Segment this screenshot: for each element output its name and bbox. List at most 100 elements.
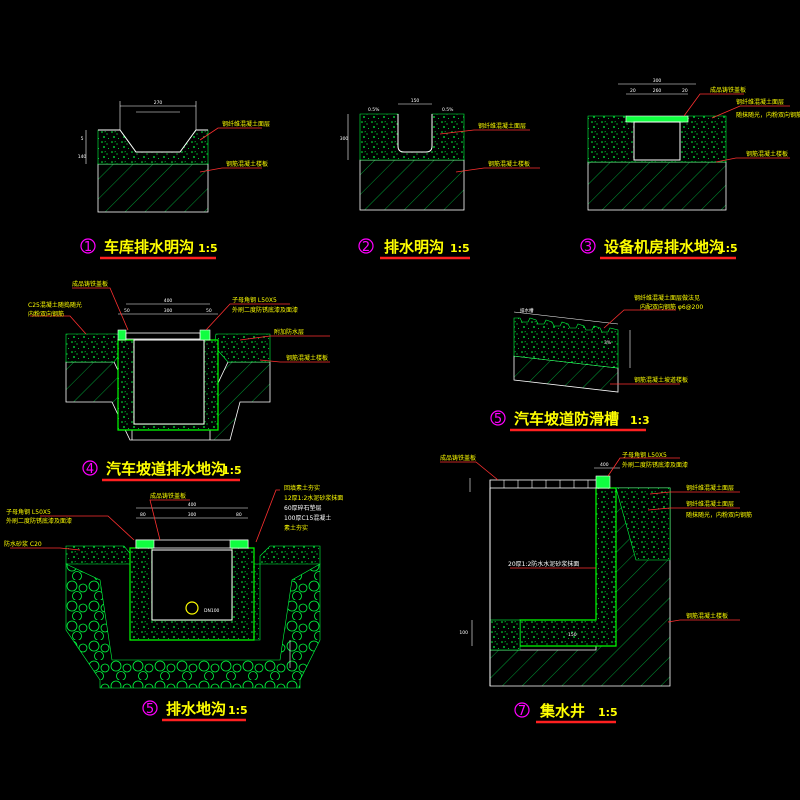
caption-number: 4 xyxy=(86,462,94,477)
topping-layer xyxy=(97,129,209,165)
callout-note: 成品铸铁盖板 xyxy=(150,492,186,500)
dim-text: 270 xyxy=(154,100,163,106)
caption-2: 2 排水明沟 1:5 xyxy=(358,238,470,260)
caption-title: 设备机房排水地沟 xyxy=(604,238,724,256)
caption-number: 3 xyxy=(584,240,592,255)
caption-1: 1 车库排水明沟 1:5 xyxy=(80,238,218,260)
topping-left xyxy=(65,333,127,363)
leader-line xyxy=(715,157,790,163)
detail-1-garage-drain-ditch: 270 5 140 钢纤维混凝土面层 钢筋混凝土楼板 xyxy=(78,100,270,213)
angle-steel-right xyxy=(199,329,211,341)
leader-line xyxy=(40,515,135,541)
caption-5b: 5 排水地沟 1:5 xyxy=(142,700,248,722)
callout-note: 钢纤维混凝土面层做法见 xyxy=(634,294,700,302)
callout-note: 100厚C15混凝土 xyxy=(284,514,331,522)
dim-text: 300 xyxy=(164,308,173,314)
leader-line xyxy=(667,619,740,623)
pit-floor-left xyxy=(489,619,521,651)
caption-scale: 1:5 xyxy=(198,242,218,255)
callout-note: 钢筋混凝土楼板 xyxy=(226,160,268,168)
leader-line xyxy=(239,335,330,341)
dim-text: 80 xyxy=(140,512,146,518)
slab-hatch xyxy=(359,159,465,211)
dim-text: 400 xyxy=(600,462,609,468)
callout-note: 钢纤维混凝土面层 xyxy=(736,98,784,106)
caption-title: 汽车坡道防滑槽 xyxy=(514,410,619,428)
callout-note: 防水砂浆 C20 xyxy=(4,540,42,548)
leader-line xyxy=(649,491,740,495)
slab-hatch xyxy=(65,361,271,441)
leader-line xyxy=(683,93,744,117)
leader-line xyxy=(255,489,280,543)
slab-hatch xyxy=(97,163,209,213)
callout-note: 随抹随光，内粉双向钢筋 xyxy=(736,111,800,119)
callout-note: 成品铸铁盖板 xyxy=(710,86,746,94)
callout-note: 钢筋混凝土楼板 xyxy=(746,150,788,158)
detail-7-sump-pit: 100 150 400 成品铸铁盖板 子母角钢 L50X5 外刷二度防锈底漆及面… xyxy=(440,451,752,687)
gravel-bedding xyxy=(65,563,321,689)
callout-note: 钢纤维混凝土面层 xyxy=(686,484,734,492)
angle-steel xyxy=(595,475,611,489)
detail-2-drain-ditch: 150 0.5% 0.5% 300 钢纤维混凝土面层 钢筋混凝土楼板 xyxy=(340,98,540,211)
callout-note: 钢纤维混凝土面层 xyxy=(222,120,270,128)
detail-4-ramp-drain-ditch: 400 50 300 50 成品铸铁盖板 C25混凝土随捣随光 内粉双向钢筋 子… xyxy=(28,280,330,441)
ditch-profile xyxy=(98,129,208,153)
dim-text: 3% xyxy=(604,340,612,346)
caption-scale: 1:5 xyxy=(450,242,470,255)
detail-3-equipment-room-drain: 300 20 260 20 成品铸铁盖板 钢纤维混凝土面层 随抹随光，内粉双向钢… xyxy=(587,78,800,211)
caption-number-circle xyxy=(82,460,98,476)
callout-note: 内粉双向钢筋 xyxy=(28,310,64,318)
callout-note: 子母角钢 L50X5 xyxy=(232,296,277,304)
callout-note: 外刷二度防锈底漆及面漆 xyxy=(622,461,688,469)
slope-text: 0.5% xyxy=(368,107,380,113)
detail-5b-drain-ditch: DN100 400 80 300 80 成品铸铁盖板 子母角钢 L50X5 外刷… xyxy=(4,484,343,689)
callout-note: 钢筋混凝土楼板 xyxy=(488,160,530,168)
callout-note: 素土夯实 xyxy=(284,524,308,532)
grate-cover xyxy=(489,479,609,489)
caption-title: 排水地沟 xyxy=(166,700,226,718)
caption-7: 7 集水井 1:5 xyxy=(514,702,618,724)
callout-note: 随抹随光，内粉双向钢筋 xyxy=(686,511,752,519)
dim-text: 20 xyxy=(630,88,636,94)
callout-note: 12厚1:2水泥砂浆抹面 xyxy=(284,494,343,502)
angle-steel-left xyxy=(117,329,127,341)
dim-text: 260 xyxy=(653,88,662,94)
caption-scale: 1:5 xyxy=(222,464,242,477)
callout-note: 内配双向钢筋 φ6@200 xyxy=(640,303,703,311)
dim-text: 150 xyxy=(411,98,420,104)
caption-scale: 1:5 xyxy=(228,704,248,717)
grate-cover xyxy=(625,115,689,123)
dim-text: 80 xyxy=(236,512,242,518)
callout-note: 外刷二度防锈底漆及面漆 xyxy=(232,306,298,314)
grate-cover xyxy=(125,332,201,340)
detail-5a-ramp-anti-slip-groove: 排水槽 3% 钢纤维混凝土面层做法见 内配双向钢筋 φ6@200 钢筋混凝土坡道… xyxy=(513,294,703,393)
callout-note: 附加防水层 xyxy=(274,328,304,336)
dim-text: 50 xyxy=(124,308,130,314)
caption-scale: 1:3 xyxy=(630,414,650,427)
leader-line xyxy=(149,499,190,541)
caption-number-circle xyxy=(80,238,96,254)
dim-text: 5 xyxy=(81,136,84,142)
dim-text: 300 xyxy=(340,136,349,142)
caption-number: 1 xyxy=(84,240,92,255)
pipe-label: DN100 xyxy=(204,608,220,614)
caption-number-circle xyxy=(580,238,596,254)
callout-note: 回填素土夯实 xyxy=(284,484,320,492)
dim-text: 400 xyxy=(164,298,173,304)
dim-text: 400 xyxy=(188,502,197,508)
ditch-profile xyxy=(397,114,433,153)
caption-title: 汽车坡道排水地沟 xyxy=(106,460,226,478)
callout-note: 子母角钢 L50X5 xyxy=(622,451,667,459)
caption-number: 5 xyxy=(494,412,502,427)
callout-note: 钢纤维混凝土面层 xyxy=(478,122,526,130)
leader-line xyxy=(440,461,499,481)
slope-text: 0.5% xyxy=(442,107,454,113)
callout-note: 成品铸铁盖板 xyxy=(440,454,476,462)
angle-steel-right xyxy=(229,539,249,549)
caption-number-circle xyxy=(490,410,506,426)
leader-line xyxy=(603,309,676,329)
leader-line xyxy=(439,129,530,135)
caption-number: 5 xyxy=(146,702,154,717)
channel-void xyxy=(133,339,205,425)
